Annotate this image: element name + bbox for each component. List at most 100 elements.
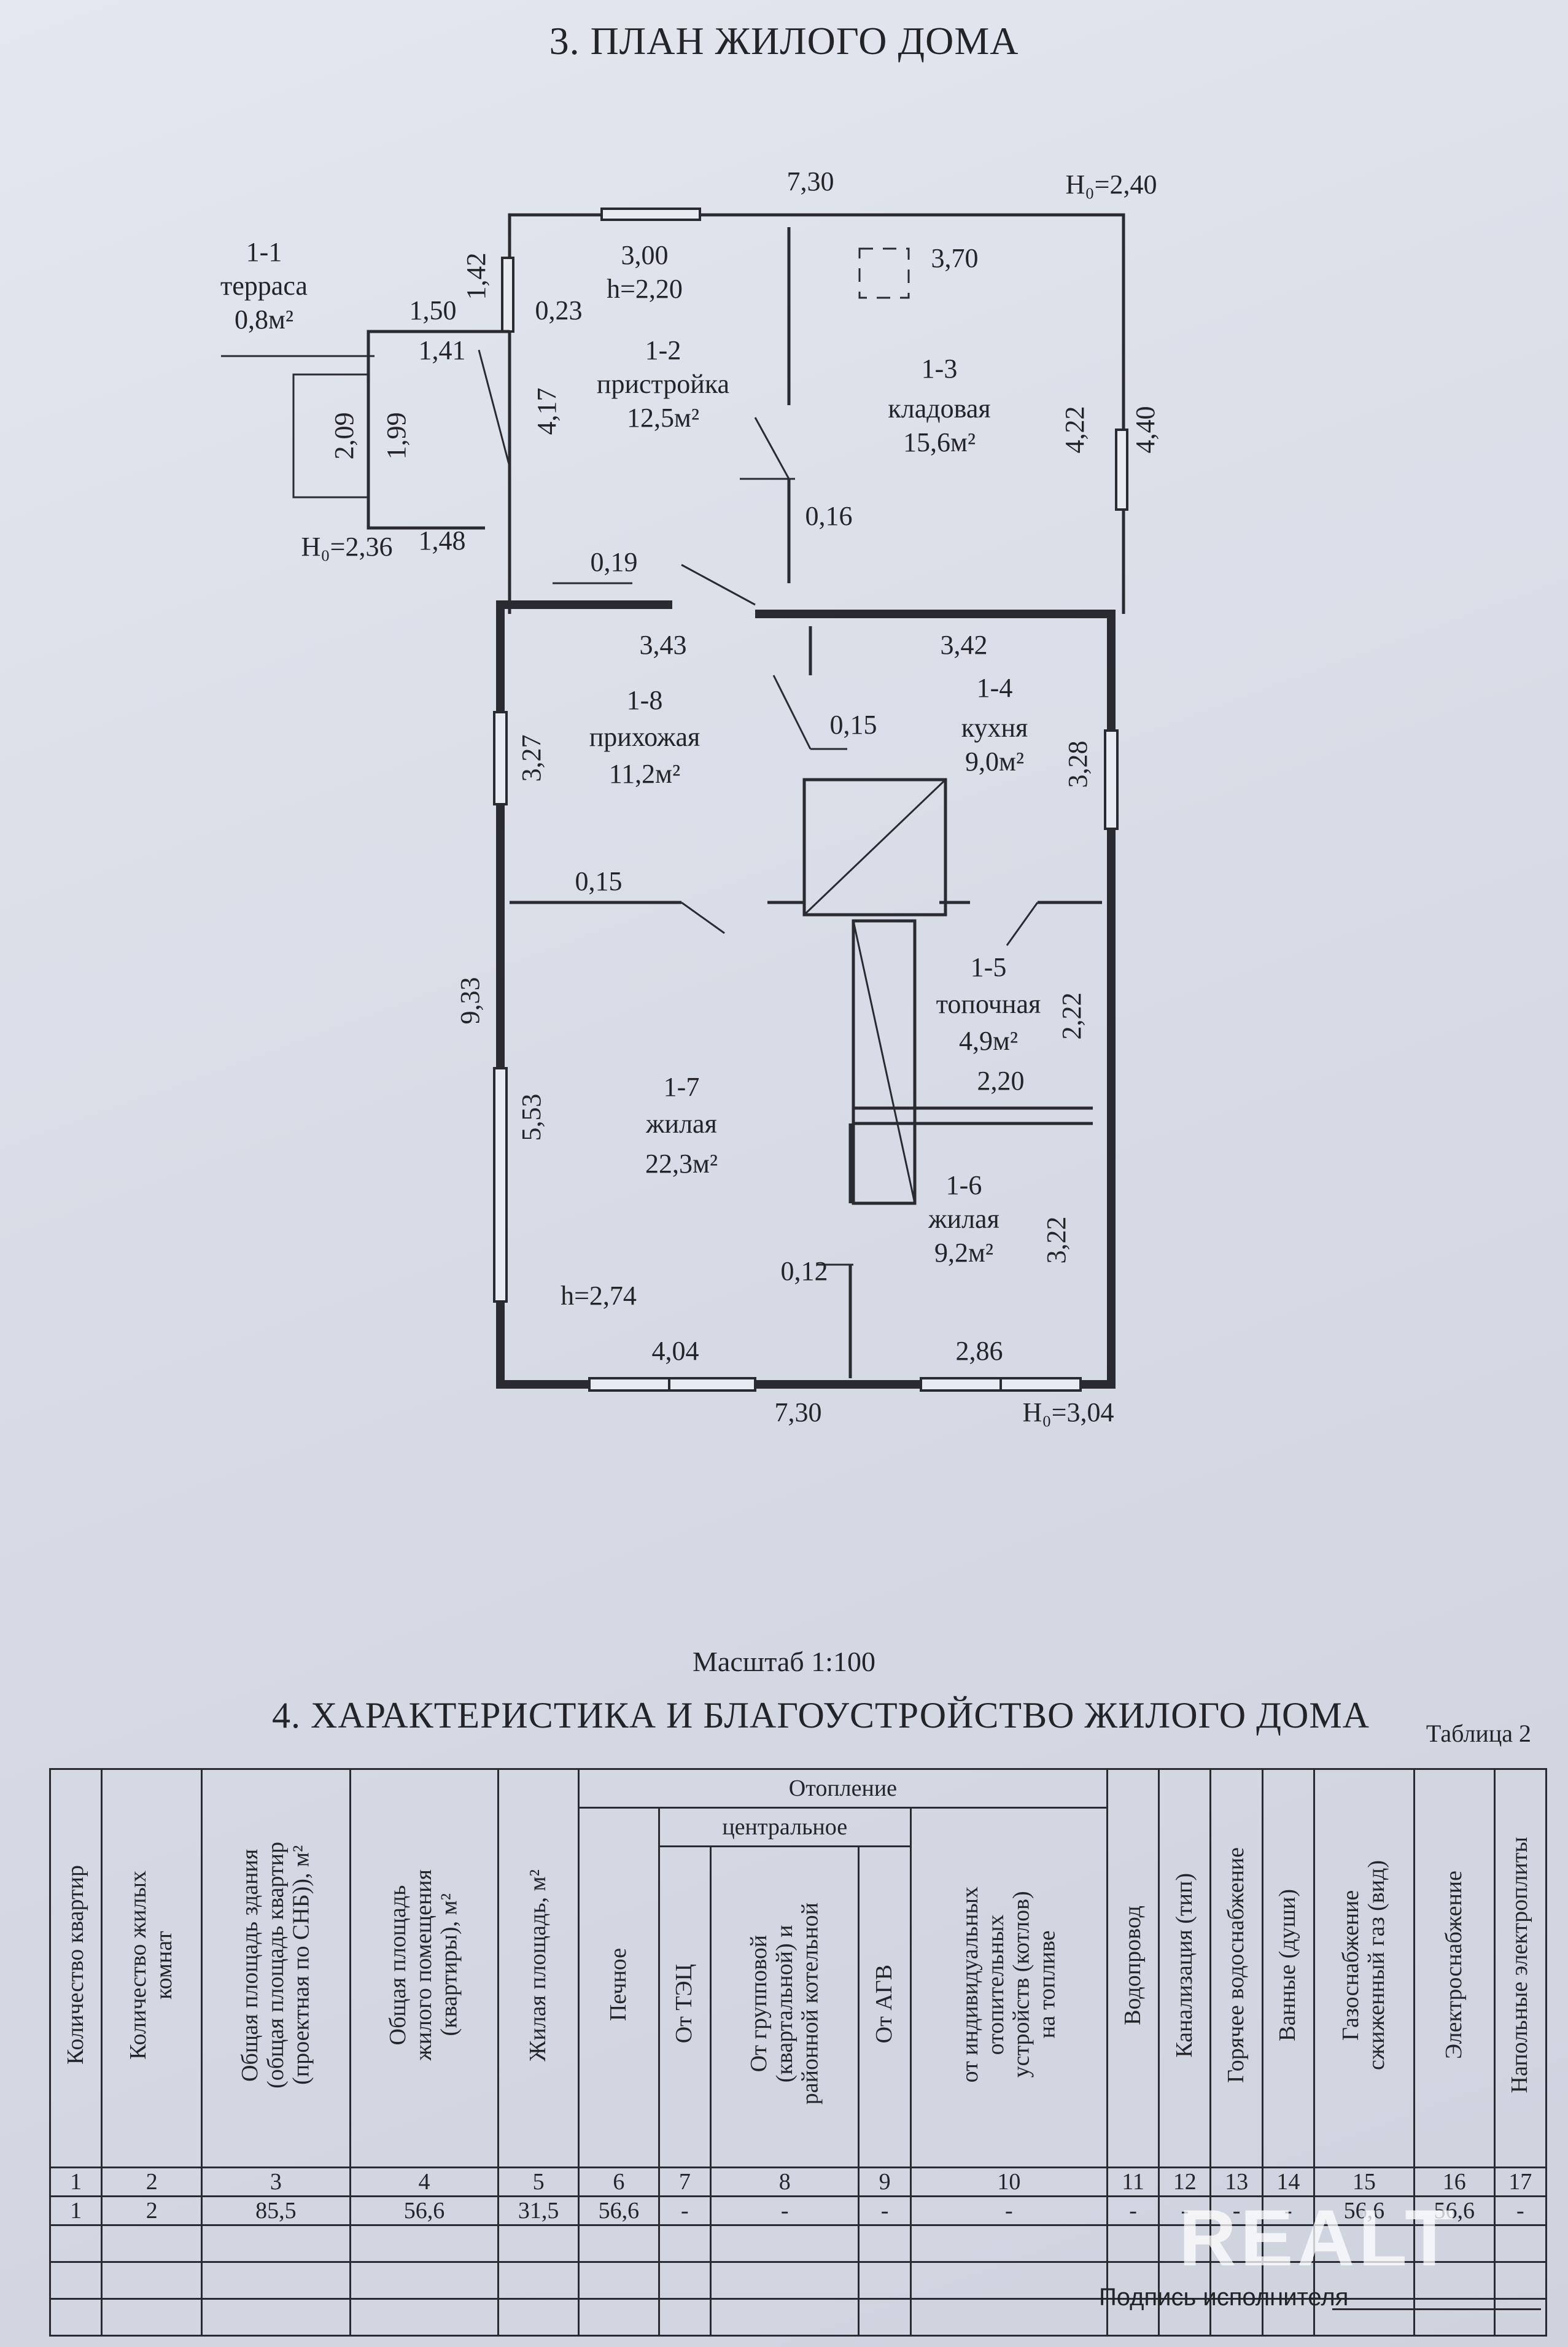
col-header-5: Жилая площадь, м² <box>497 1768 580 2168</box>
data-cell: - <box>858 2195 912 2226</box>
num-cell: 16 <box>1413 2167 1496 2197</box>
num-cell: 6 <box>577 2167 660 2197</box>
col-header-9: От АГВ <box>858 1845 912 2168</box>
dim-150: 1,50 <box>409 295 457 325</box>
num-cell: 8 <box>709 2167 860 2197</box>
room-1-7-name: жилая <box>645 1109 717 1139</box>
dim-553: 5,53 <box>516 1094 546 1141</box>
dim-328: 3,28 <box>1063 741 1093 788</box>
dim-142: 1,42 <box>461 253 491 300</box>
num-cell: 10 <box>909 2167 1108 2197</box>
signature-label: Подпись исполнителя <box>1099 2284 1349 2311</box>
data-cell: 56,6 <box>1413 2195 1496 2226</box>
dim-222: 2,22 <box>1057 993 1087 1040</box>
annex-walls <box>501 208 1128 614</box>
data-cell: - <box>658 2195 712 2226</box>
data-cell: 2 <box>101 2195 203 2226</box>
data-cell: 31,5 <box>497 2195 580 2226</box>
dim-220: 2,20 <box>977 1066 1025 1096</box>
data-cell: 56,6 <box>577 2195 660 2226</box>
dim-012: 0,12 <box>781 1256 828 1286</box>
room-1-5-name: топочная <box>936 989 1041 1019</box>
room-1-1-name: терраса <box>220 271 308 301</box>
col-header-10: от индивидуальных отопительных устройств… <box>909 1807 1108 2168</box>
room-1-1-area: 0,8м² <box>235 305 293 335</box>
data-row: 1 2 85,5 56,6 31,5 56,6 - - - - - - - - … <box>49 2195 1548 2226</box>
room-1-8-name: прихожая <box>589 722 701 752</box>
dimensions: 7,30 H₀=2,40 3,00 h=2,20 1,42 0,23 1,50 … <box>301 166 1160 1427</box>
data-cell: - <box>709 2195 860 2226</box>
room-1-7-area: 22,3м² <box>645 1149 718 1179</box>
room-1-5-id: 1-5 <box>971 952 1007 982</box>
room-1-8-id: 1-8 <box>627 685 663 715</box>
terrace <box>221 330 511 530</box>
data-cell: - <box>1158 2195 1212 2226</box>
data-cell: - <box>1209 2195 1263 2226</box>
data-cell: 56,6 <box>1313 2195 1415 2226</box>
num-cell: 14 <box>1261 2167 1315 2197</box>
dim-141: 1,41 <box>419 335 466 365</box>
realt-watermark: REALT <box>1179 2193 1457 2283</box>
num-cell: 13 <box>1209 2167 1263 2197</box>
dim-019: 0,19 <box>591 547 638 577</box>
room-1-3-area: 15,6м² <box>903 427 976 457</box>
data-cell: - <box>909 2195 1108 2226</box>
dim-422: 4,22 <box>1060 406 1090 454</box>
scale-label: Масштаб 1:100 <box>693 1646 875 1677</box>
dim-h0-top: H₀=2,40 <box>1066 169 1157 200</box>
data-cell: 1 <box>49 2195 103 2226</box>
dim-bottom-width: 7,30 <box>775 1397 822 1427</box>
room-1-6-id: 1-6 <box>946 1170 982 1200</box>
dim-h0-left: H₀=2,36 <box>301 532 393 562</box>
num-cell: 12 <box>1158 2167 1212 2197</box>
dim-main-h: h=2,74 <box>561 1281 637 1311</box>
col-header-1: Количество квартир <box>49 1768 103 2168</box>
empty-row <box>49 2224 1548 2263</box>
dim-343: 3,43 <box>640 630 687 660</box>
dim-404: 4,04 <box>652 1336 699 1366</box>
section4-title: 4. ХАРАКТЕРИСТИКА И БЛАГОУСТРОЙСТВО ЖИЛО… <box>271 1695 1370 1736</box>
col-header-7: От ТЭЦ <box>658 1845 712 2168</box>
room-1-2-name: пристройка <box>597 369 729 399</box>
data-cell: - <box>1493 2195 1548 2226</box>
room-1-4-area: 9,0м² <box>965 747 1024 777</box>
table-number: Таблица 2 <box>1426 1720 1531 1747</box>
num-cell: 1 <box>49 2167 103 2197</box>
room-1-4-name: кухня <box>961 713 1028 743</box>
room-1-8-area: 11,2м² <box>609 759 680 789</box>
heating-header: Отопление <box>577 1768 1108 1809</box>
num-cell: 2 <box>101 2167 203 2197</box>
col-header-6: Печное <box>577 1807 660 2168</box>
room-1-6-area: 9,2м² <box>934 1238 993 1268</box>
num-cell: 4 <box>349 2167 500 2197</box>
dim-933: 9,33 <box>455 977 485 1025</box>
dim-370: 3,70 <box>931 243 979 273</box>
dim-417: 4,17 <box>532 388 562 435</box>
data-cell: - <box>1261 2195 1315 2226</box>
main-walls <box>493 564 1119 1392</box>
dim-016: 0,16 <box>805 501 853 531</box>
room-1-3-id: 1-3 <box>922 354 958 384</box>
col-header-17: Напольные электроплиты <box>1493 1768 1548 2168</box>
central-header: центральное <box>658 1807 912 1847</box>
col-header-2: Количество жилых комнат <box>101 1768 203 2168</box>
col-header-14: Ванные (души) <box>1261 1768 1315 2168</box>
dim-pristroika-h: h=2,20 <box>607 274 683 304</box>
dim-148: 1,48 <box>419 526 466 556</box>
empty-row <box>49 2261 1548 2300</box>
num-cell: 3 <box>201 2167 351 2197</box>
num-cell: 11 <box>1106 2167 1160 2197</box>
dim-015a: 0,15 <box>830 710 877 740</box>
data-cell: - <box>1106 2195 1160 2226</box>
col-header-4: Общая площадь жилого помещения (квартиры… <box>349 1768 500 2168</box>
dim-199: 1,99 <box>381 413 411 460</box>
col-header-12: Канализация (тип) <box>1158 1768 1212 2168</box>
dim-015b: 0,15 <box>575 866 623 896</box>
dim-286: 2,86 <box>956 1336 1003 1366</box>
col-header-3: Общая площадь здания (общая площадь квар… <box>201 1768 351 2168</box>
dim-322: 3,22 <box>1041 1217 1071 1264</box>
num-cell: 17 <box>1493 2167 1548 2197</box>
room-1-2-id: 1-2 <box>645 335 681 365</box>
data-cell: 56,6 <box>349 2195 500 2226</box>
floor-plan: 1-1 терраса 0,8м² 1-2 пристройка 12,5м² … <box>220 166 1160 1427</box>
